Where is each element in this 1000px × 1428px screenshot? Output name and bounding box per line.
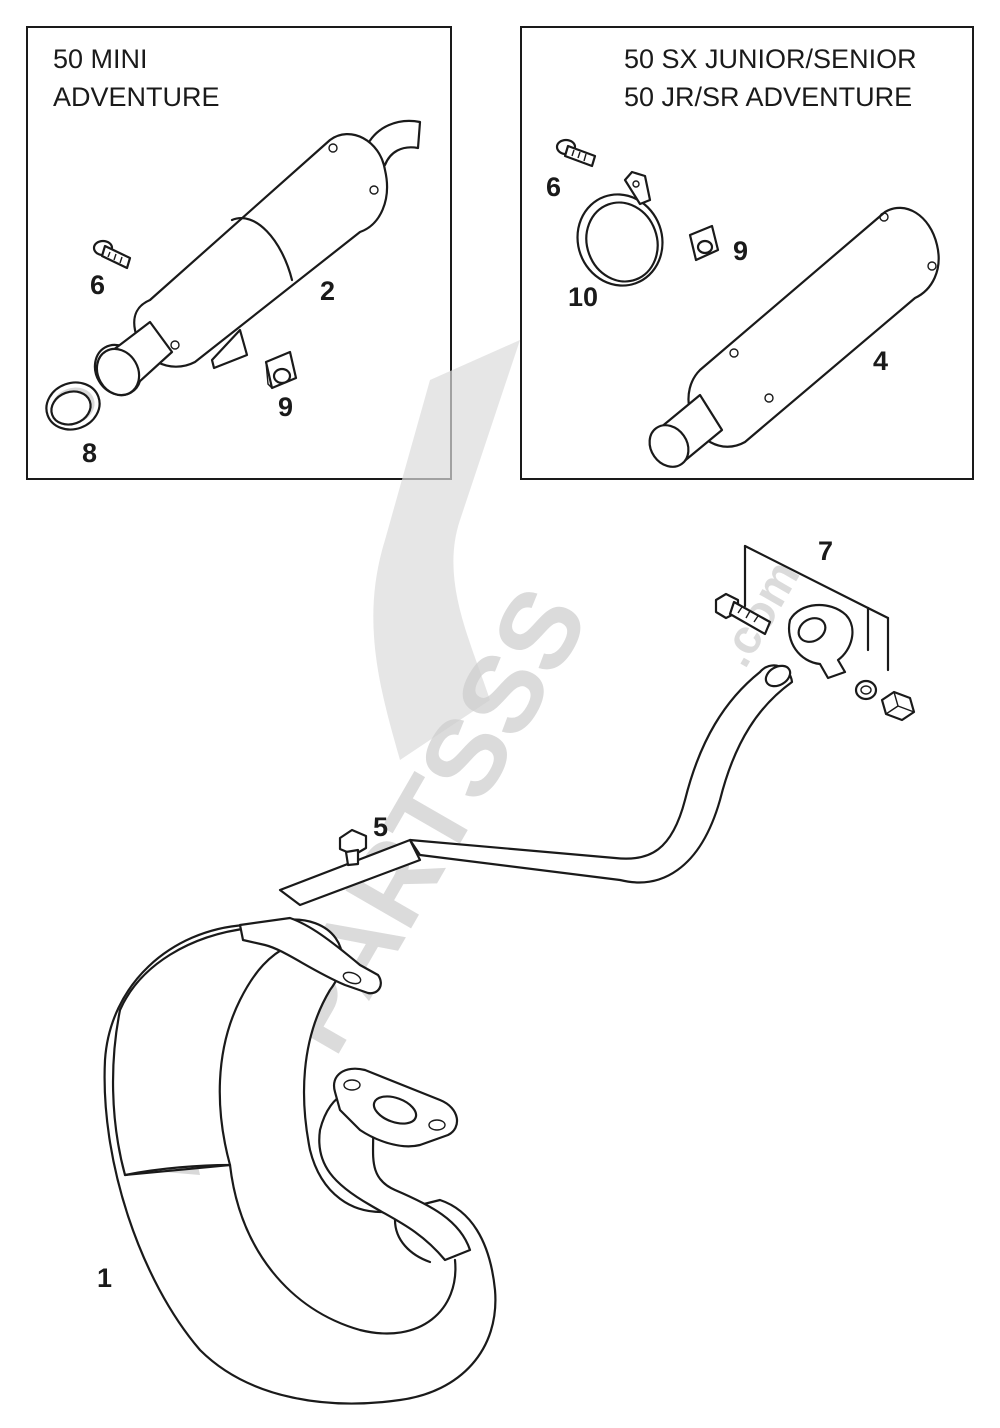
callout-8: 8 — [82, 438, 97, 468]
callout-7: 7 — [818, 536, 833, 566]
screw-part-5[interactable] — [338, 828, 368, 867]
bolt-left-part-6[interactable] — [92, 239, 132, 270]
clamp-part-10[interactable] — [565, 170, 675, 298]
box-title-right-line1: 50 SX JUNIOR/SENIOR — [624, 44, 917, 74]
clip-nut-left-part-9[interactable] — [264, 350, 298, 390]
box-title-left-line1: 50 MINI — [53, 44, 148, 74]
box-title-left-line2: ADVENTURE — [53, 82, 220, 112]
callout-9-left: 9 — [278, 392, 293, 422]
callout-5: 5 — [373, 812, 388, 842]
callout-2: 2 — [320, 276, 335, 306]
silencer-mini-part-2[interactable] — [86, 119, 422, 404]
box-title-right-line2: 50 JR/SR ADVENTURE — [624, 82, 912, 112]
callout-10: 10 — [568, 282, 598, 312]
callout-4: 4 — [873, 346, 888, 376]
bolt-right-part-6[interactable] — [555, 138, 597, 168]
exhaust-pipe-part-1[interactable] — [103, 662, 794, 1405]
box-sx-junior-senior: 50 SX JUNIOR/SENIOR 50 JR/SR ADVENTURE — [520, 26, 974, 480]
callout-9-right: 9 — [733, 236, 748, 266]
clip-nut-right-part-9[interactable] — [688, 224, 720, 262]
clamp-assembly-part-7[interactable] — [714, 544, 916, 722]
silencer-sx-part-4[interactable] — [642, 206, 940, 474]
box-mini-adventure: 50 MINI ADVENTURE — [26, 26, 452, 480]
callout-6-left: 6 — [90, 270, 105, 300]
callout-6-right: 6 — [546, 172, 561, 202]
callout-1: 1 — [97, 1263, 112, 1293]
sealing-ring-part-8[interactable] — [40, 375, 106, 437]
